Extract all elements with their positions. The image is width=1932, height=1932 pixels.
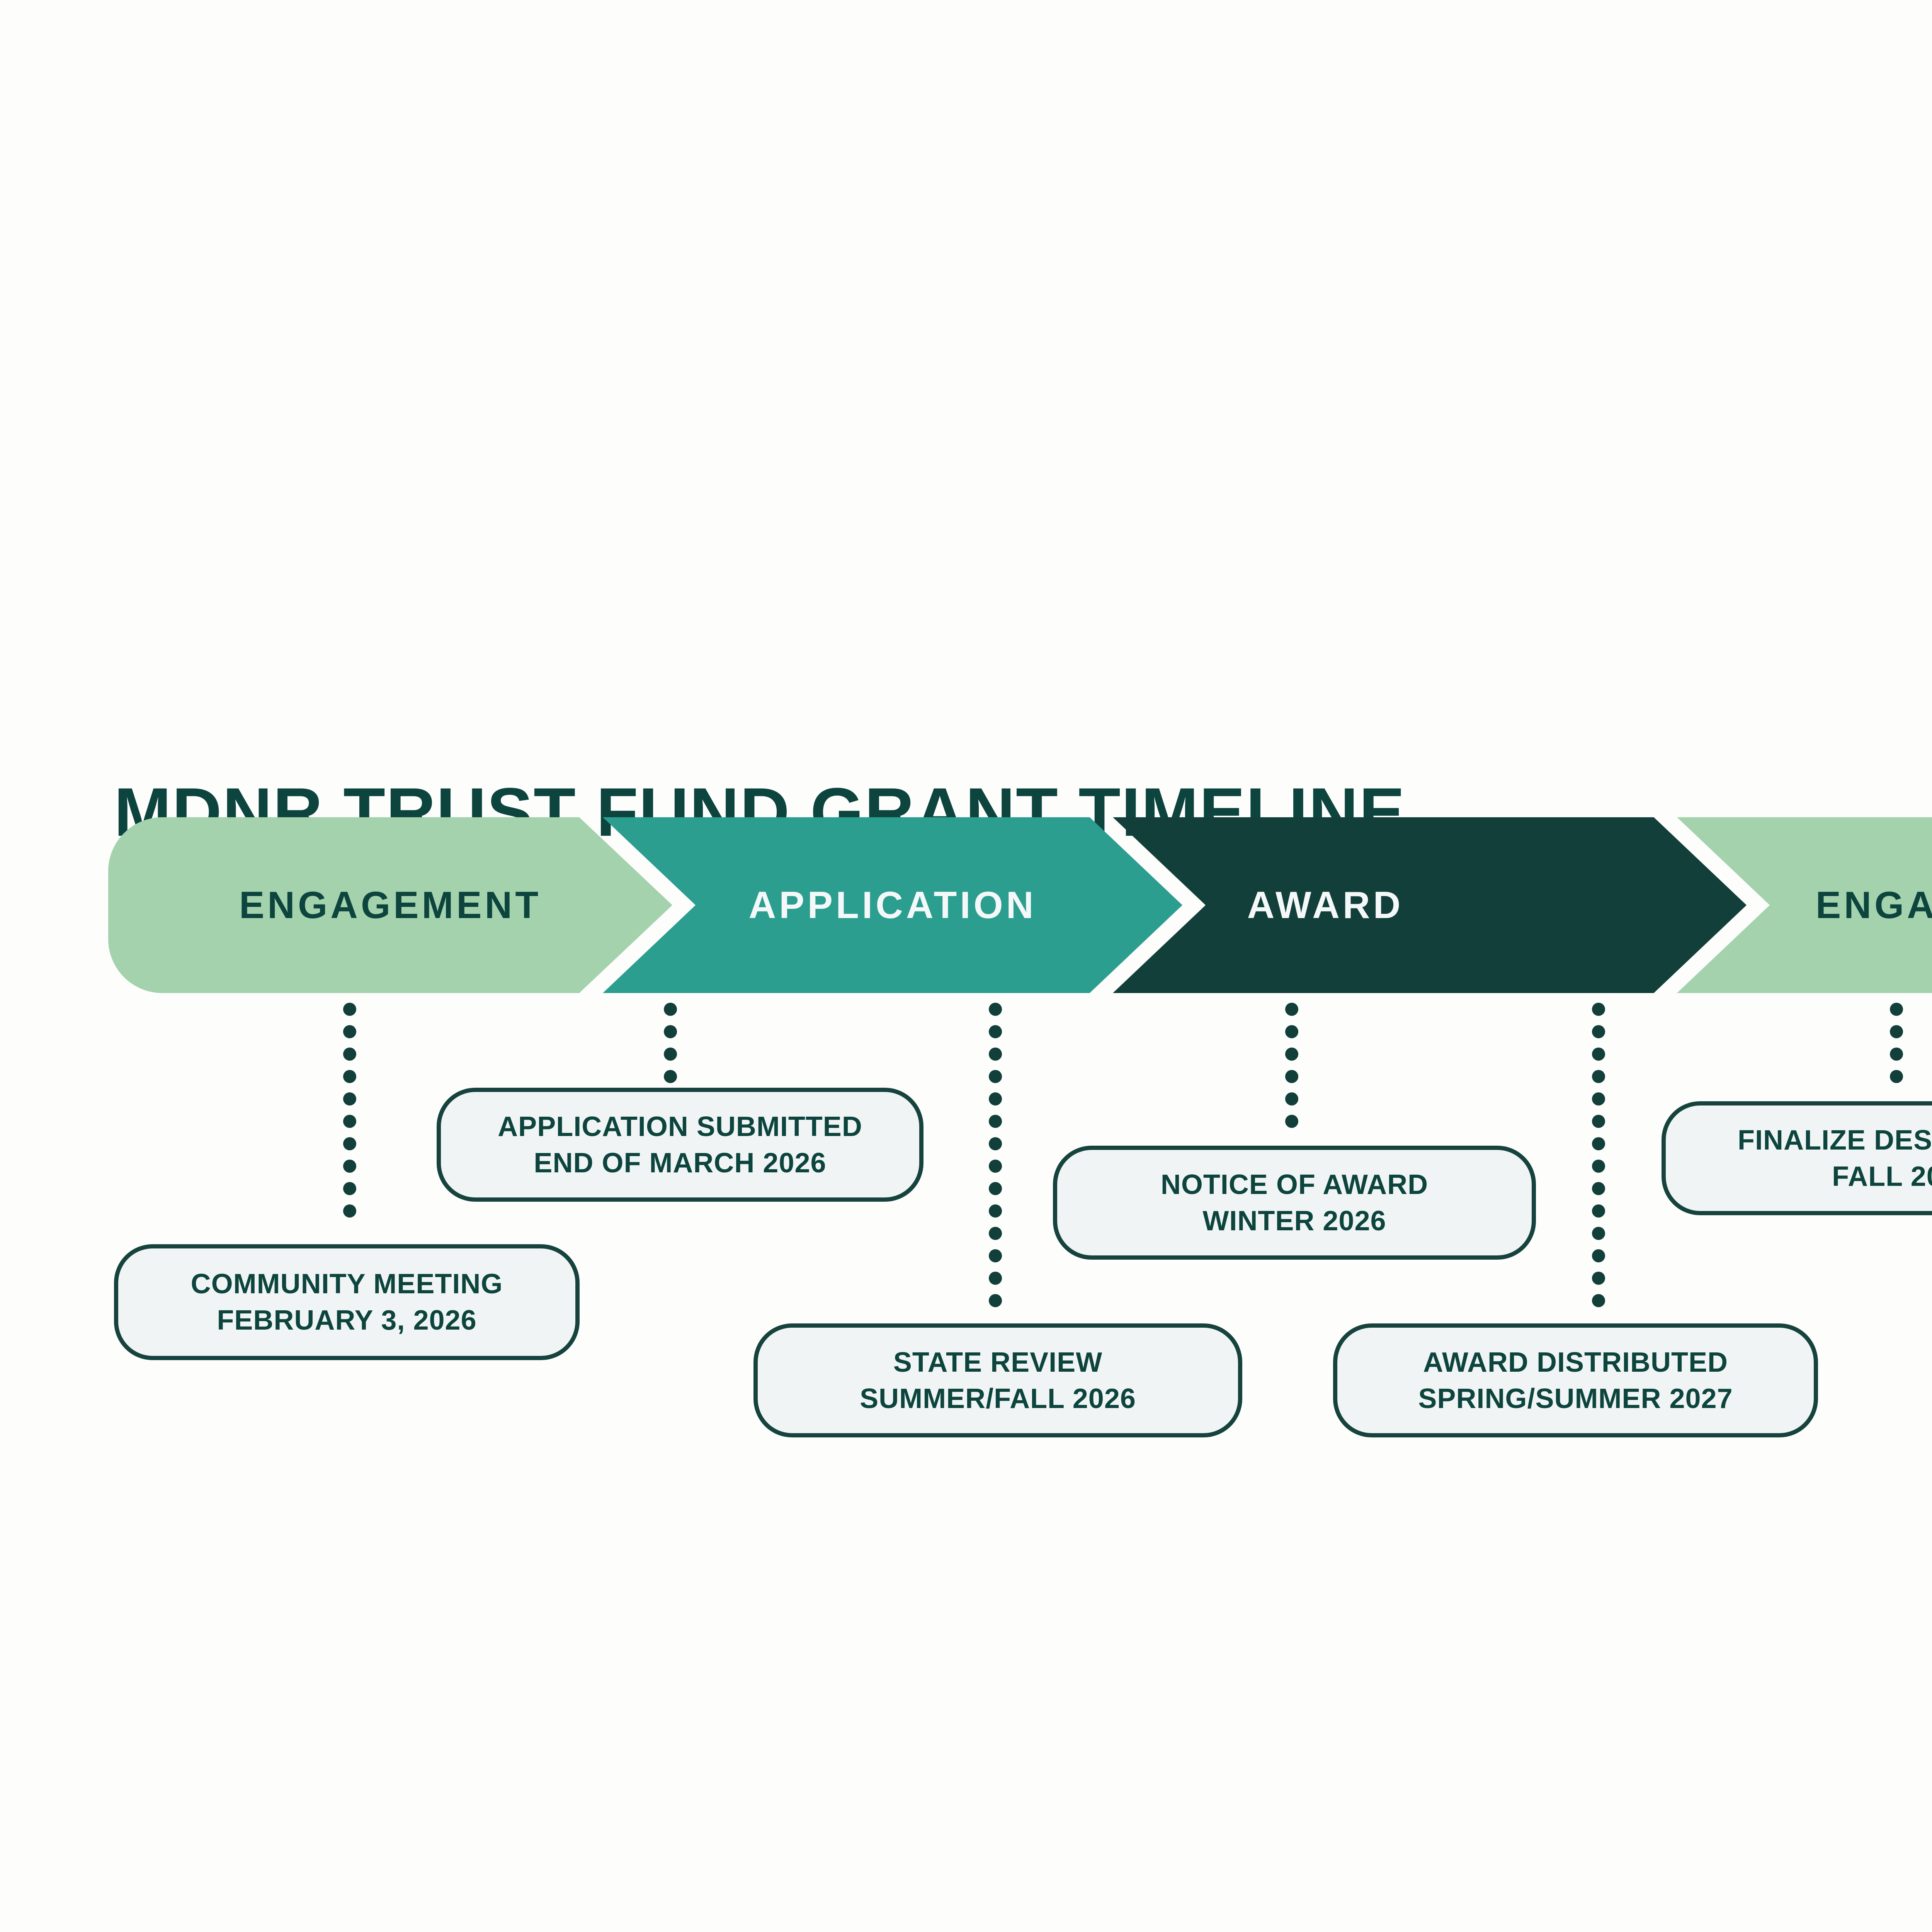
connector-dot [989, 1294, 1002, 1307]
connector-dot [1890, 1048, 1903, 1061]
connector-dot [1592, 1182, 1605, 1195]
connector-dot [989, 1025, 1002, 1038]
dotted-connector-3 [989, 1003, 1002, 1307]
connector-dot [1592, 1204, 1605, 1218]
connector-dot [343, 1003, 356, 1016]
milestone-line: STATE REVIEW [893, 1347, 1103, 1378]
milestone-line: END OF MARCH 2026 [534, 1147, 827, 1179]
connector-dot [1592, 1227, 1605, 1240]
connector-dot [1890, 1070, 1903, 1083]
timeline-arrow-band: ENGAGEMENT APPLICATION AWARD ENGAGEMENT [108, 817, 1932, 993]
connector-dot [1890, 1025, 1903, 1038]
dotted-connector-4 [1285, 1003, 1298, 1128]
connector-dot [989, 1115, 1002, 1128]
milestone-line: WINTER 2026 [1202, 1205, 1386, 1236]
milestone-line: FALL 2027 [1832, 1161, 1932, 1192]
connector-dot [1285, 1025, 1298, 1038]
dotted-connector-1 [343, 1003, 356, 1218]
connector-dot [1592, 1070, 1605, 1083]
connector-dot [343, 1182, 356, 1195]
connector-dot [343, 1070, 356, 1083]
connector-dot [664, 1070, 677, 1083]
phase-label-application: APPLICATION [748, 884, 1037, 926]
connector-dot [1285, 1092, 1298, 1105]
connector-dot [1592, 1249, 1605, 1262]
connector-dot [1592, 1160, 1605, 1173]
connector-dot [989, 1182, 1002, 1195]
connector-dot [343, 1204, 356, 1218]
milestone-state-review: STATE REVIEW SUMMER/FALL 2026 [753, 1323, 1242, 1437]
phase-segment-application: APPLICATION [603, 817, 1182, 993]
milestone-line: FINALIZE DESIGN PLAN [1737, 1124, 1932, 1156]
connector-dot [989, 1003, 1002, 1016]
connector-dot [1285, 1048, 1298, 1061]
connector-dot [1285, 1003, 1298, 1016]
connector-dot [1592, 1003, 1605, 1016]
connector-dot [1592, 1294, 1605, 1307]
connector-dot [1592, 1025, 1605, 1038]
connector-dot [1592, 1137, 1605, 1150]
connector-dot [989, 1249, 1002, 1262]
connector-dot [664, 1048, 677, 1061]
connector-dot [989, 1204, 1002, 1218]
dotted-connector-5 [1592, 1003, 1605, 1307]
connector-dot [664, 1025, 677, 1038]
milestone-notice-of-award: NOTICE OF AWARD WINTER 2026 [1053, 1146, 1536, 1260]
connector-dot [989, 1160, 1002, 1173]
milestone-line: SPRING/SUMMER 2027 [1418, 1383, 1733, 1414]
connector-dot [1285, 1115, 1298, 1128]
connector-dot [664, 1003, 677, 1016]
milestone-application-submitted: APPLICATION SUBMITTED END OF MARCH 2026 [437, 1088, 923, 1202]
phase-label-engagement-1: ENGAGEMENT [239, 884, 542, 926]
milestone-line: APPLICATION SUBMITTED [498, 1111, 862, 1142]
milestone-line: FEBRUARY 3, 2026 [217, 1305, 477, 1336]
connector-dot [1592, 1115, 1605, 1128]
connector-dot [343, 1115, 356, 1128]
connector-dot [343, 1160, 356, 1173]
phase-segment-award: AWARD [1113, 817, 1747, 993]
connector-dot [989, 1092, 1002, 1105]
connector-dot [989, 1137, 1002, 1150]
connector-dot [343, 1048, 356, 1061]
connector-dot [343, 1025, 356, 1038]
dotted-connector-6 [1890, 1003, 1903, 1083]
phase-segment-engagement-1: ENGAGEMENT [108, 817, 672, 993]
connector-dot [1285, 1070, 1298, 1083]
connector-dot [343, 1092, 356, 1105]
phase-label-award: AWARD [1247, 884, 1404, 926]
milestone-award-distributed: AWARD DISTRIBUTED SPRING/SUMMER 2027 [1333, 1323, 1818, 1437]
connector-dot [1592, 1048, 1605, 1061]
phase-label-engagement-2: ENGAGEMENT [1815, 884, 1932, 926]
connector-dot [989, 1272, 1002, 1285]
milestone-line: AWARD DISTRIBUTED [1423, 1347, 1728, 1378]
connector-dot [989, 1048, 1002, 1061]
connector-dot [989, 1227, 1002, 1240]
milestone-line: SUMMER/FALL 2026 [860, 1383, 1136, 1414]
connector-dot [343, 1137, 356, 1150]
milestone-line: COMMUNITY MEETING [190, 1269, 503, 1299]
connector-dot [1592, 1272, 1605, 1285]
connector-dot [1890, 1003, 1903, 1016]
milestone-community-meeting: COMMUNITY MEETING FEBRUARY 3, 2026 [114, 1244, 580, 1360]
dotted-connector-2 [664, 1003, 677, 1083]
milestone-finalize-design-plan: FINALIZE DESIGN PLAN FALL 2027 [1662, 1101, 1932, 1215]
milestone-line: NOTICE OF AWARD [1160, 1169, 1429, 1200]
phase-segment-engagement-1-body [108, 817, 580, 993]
connector-dot [1592, 1092, 1605, 1105]
connector-dot [989, 1070, 1002, 1083]
